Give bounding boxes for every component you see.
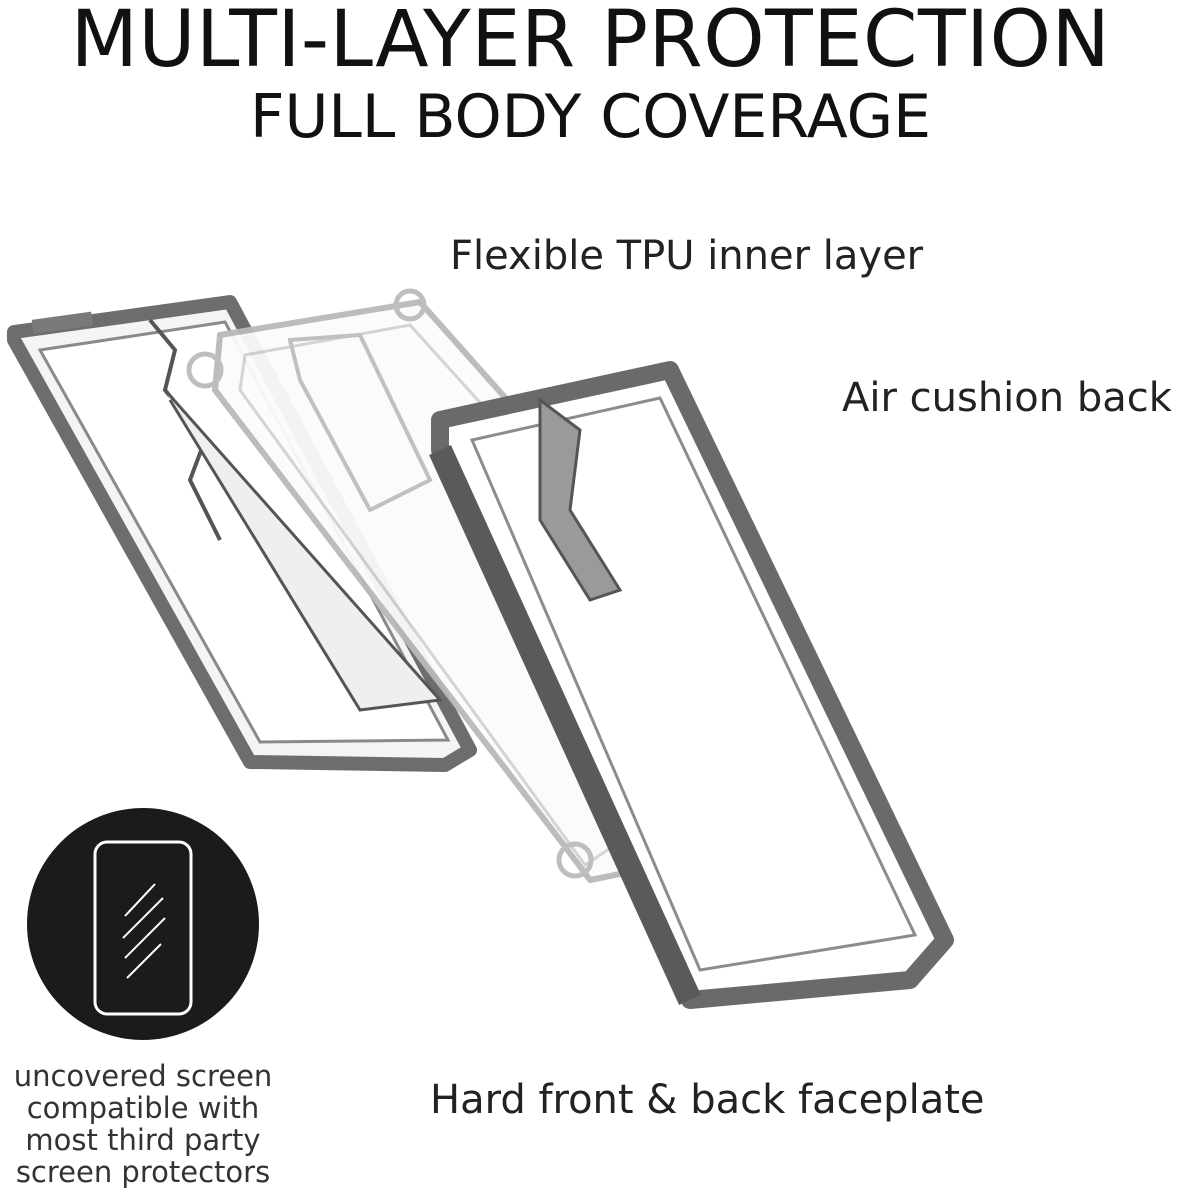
case-layers-illustration — [7, 288, 954, 1009]
badge-caption: uncovered screen compatible with most th… — [0, 1060, 286, 1188]
callout-inner-layer: Flexible TPU inner layer — [450, 233, 924, 279]
callout-faceplate: Hard front & back faceplate — [430, 1077, 985, 1123]
screen-protector-phone-icon — [93, 840, 193, 1016]
badge-caption-line: uncovered screen — [13, 1059, 273, 1093]
badge-caption-line: most third party — [25, 1123, 261, 1157]
badge-caption-line: compatible with — [26, 1091, 260, 1125]
badge-caption-line: screen protectors — [15, 1155, 271, 1189]
hard-back-plate — [7, 295, 477, 772]
page-title: MULTI-LAYER PROTECTION — [70, 0, 1111, 85]
hard-front-faceplate — [429, 361, 954, 1009]
page-subtitle: FULL BODY COVERAGE — [249, 82, 931, 152]
screen-protector-badge — [27, 808, 259, 1040]
callout-air-cushion: Air cushion back — [842, 375, 1172, 421]
